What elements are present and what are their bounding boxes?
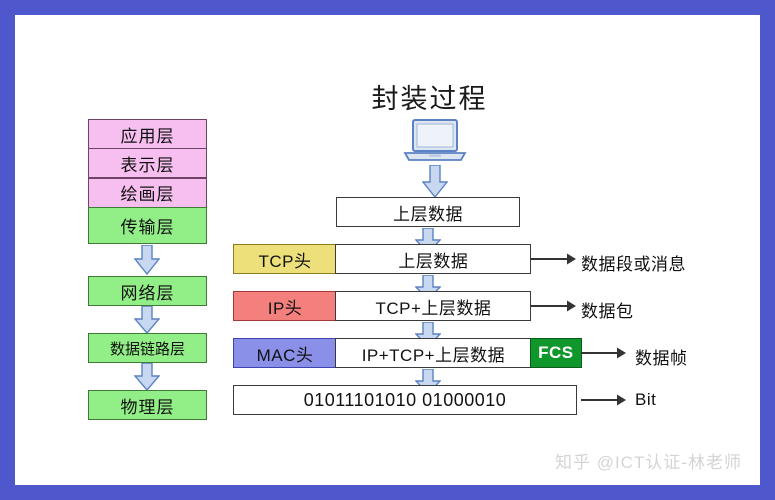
label-frame: 数据帧 xyxy=(635,349,688,368)
page-title-text: 封装过程 xyxy=(371,84,488,114)
osi-layer-label: 物理层 xyxy=(120,397,175,417)
segment-upper-layer-data: 上层数据 xyxy=(335,244,532,274)
segment-tcp-plus-data: TCP+上层数据 xyxy=(335,291,532,321)
segment-label: TCP头 xyxy=(258,251,312,271)
segment-ip-header: IP头 xyxy=(233,291,337,321)
watermark: 知乎 @ICT认证-林老师 xyxy=(554,453,742,472)
segment-fcs: FCS xyxy=(529,338,582,368)
osi-layer-label: 数据链路层 xyxy=(109,340,185,358)
osi-layer-presentation: 表示层 xyxy=(88,148,207,179)
osi-layer-label: 应用层 xyxy=(120,126,175,146)
osi-layer-network: 网络层 xyxy=(88,276,207,306)
down-arrow-datalink-to-physical xyxy=(134,363,160,391)
laptop-icon xyxy=(403,119,467,165)
osi-layer-transport: 传输层 xyxy=(88,207,207,245)
label-segment-or-message: 数据段或消息 xyxy=(581,255,686,274)
right-arrow-to-bit-label xyxy=(581,393,627,407)
osi-layer-session: 绘画层 xyxy=(88,177,207,208)
osi-layer-label: 传输层 xyxy=(120,218,175,238)
label-packet: 数据包 xyxy=(581,302,634,321)
pipeline-row-frame: MAC头 IP+TCP+上层数据 FCS xyxy=(233,338,582,368)
pipeline-row-bits: 01011101010 01000010 xyxy=(233,385,577,415)
down-arrow-transport-to-network xyxy=(134,245,160,275)
segment-label: MAC头 xyxy=(256,345,314,365)
segment-tcp-header: TCP头 xyxy=(233,244,337,274)
pipeline-row-packet: IP头 TCP+上层数据 xyxy=(233,291,532,321)
segment-label: TCP+上层数据 xyxy=(375,298,492,318)
right-arrow-to-packet-label xyxy=(531,299,577,313)
diagram-canvas: 封装过程 应用层 表示层 绘画层 传输层 网络层 数据链 xyxy=(15,15,760,485)
pipeline-row-segment: TCP头 上层数据 xyxy=(233,244,532,274)
segment-label: 01011101010 01000010 xyxy=(303,389,507,410)
label-bit: Bit xyxy=(635,390,657,409)
segment-bitstream: 01011101010 01000010 xyxy=(233,385,577,415)
osi-layer-application: 应用层 xyxy=(88,119,207,149)
segment-label: 上层数据 xyxy=(393,204,463,224)
osi-layer-label: 网络层 xyxy=(120,283,175,303)
page-title: 封装过程 xyxy=(15,77,760,116)
segment-label: IP+TCP+上层数据 xyxy=(361,345,506,365)
osi-layer-label: 绘画层 xyxy=(120,185,175,205)
osi-layer-label: 表示层 xyxy=(120,155,175,175)
right-arrow-to-frame-label xyxy=(581,346,627,360)
segment-ip-tcp-plus-data: IP+TCP+上层数据 xyxy=(335,338,532,368)
down-arrow-laptop-to-data xyxy=(422,165,448,198)
right-arrow-to-segment-label xyxy=(531,252,577,266)
osi-layer-datalink: 数据链路层 xyxy=(88,333,207,363)
segment-label: 上层数据 xyxy=(398,251,469,271)
segment-mac-header: MAC头 xyxy=(233,338,337,368)
osi-layer-physical: 物理层 xyxy=(88,390,207,420)
pipeline-row-upper-layer-data: 上层数据 xyxy=(336,197,520,227)
segment-upper-layer-data: 上层数据 xyxy=(336,197,520,227)
segment-label: FCS xyxy=(538,343,574,362)
down-arrow-network-to-datalink xyxy=(134,306,160,334)
segment-label: IP头 xyxy=(267,298,303,318)
